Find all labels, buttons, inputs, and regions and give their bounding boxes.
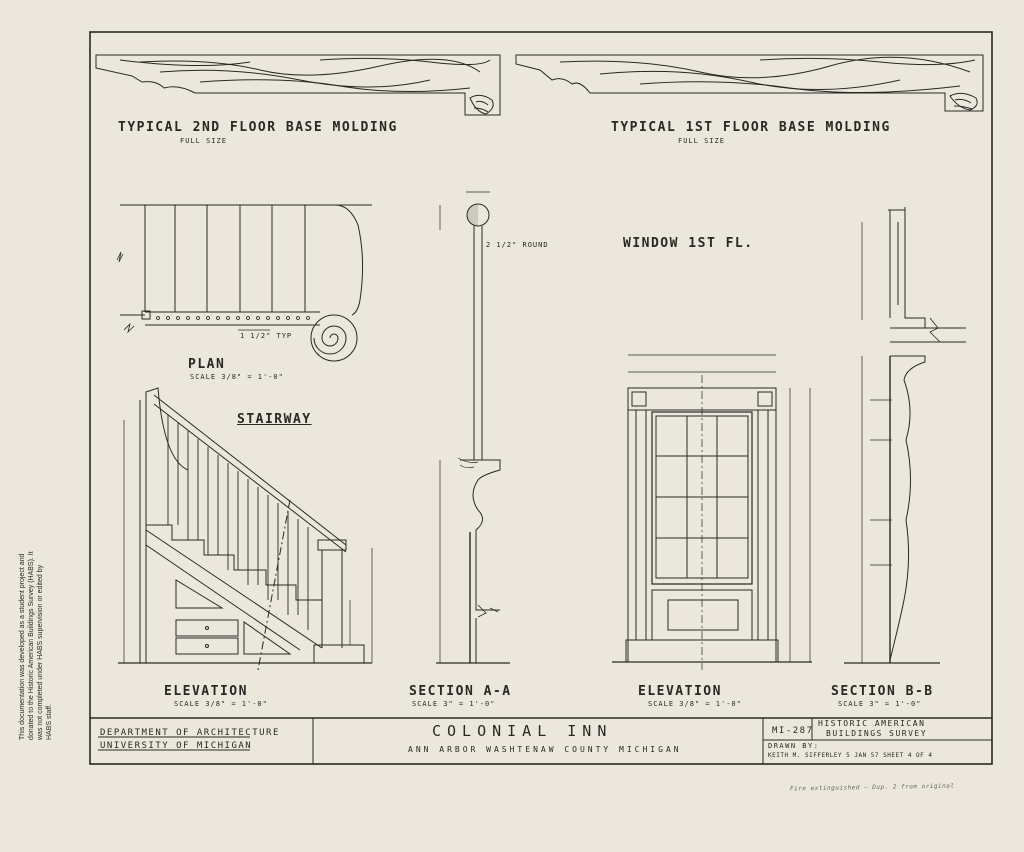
section-a-a xyxy=(436,191,510,664)
stair-plan xyxy=(116,204,372,362)
tb-project-name: COLONIAL INN xyxy=(432,722,613,740)
tb-drawn-by-label: DRAWN BY: xyxy=(768,742,820,750)
tb-drawn-by: KEITH M. SIFFERLEY 5 JAN 57 SHEET 4 OF 4 xyxy=(768,752,933,759)
label-section-bb: SECTION B-B xyxy=(831,684,934,699)
label-plan-scale: SCALE 3/8" = 1'-0" xyxy=(190,373,284,381)
tb-habs-2: BUILDINGS SURVEY xyxy=(826,729,928,738)
tb-location: ANN ARBOR WASHTENAW COUNTY MICHIGAN xyxy=(408,745,682,754)
molding-2nd-floor xyxy=(95,54,501,116)
label-elevation-right: ELEVATION xyxy=(638,684,722,699)
tb-code: MI-287 xyxy=(772,726,814,736)
label-molding-2nd: TYPICAL 2ND FLOOR BASE MOLDING xyxy=(118,120,398,135)
dim-typ: 1 1/2" TYP xyxy=(240,332,293,340)
tb-habs-1: HISTORIC AMERICAN xyxy=(818,719,926,728)
section-b-b xyxy=(844,207,966,664)
molding-1st-floor xyxy=(515,54,984,112)
title-block-lines xyxy=(90,717,992,764)
label-window: WINDOW 1ST FL. xyxy=(623,236,754,251)
side-note: This documentation was developed as a st… xyxy=(19,551,53,740)
label-section-aa-scale: SCALE 3" = 1'-0" xyxy=(412,700,496,708)
label-section-aa: SECTION A-A xyxy=(409,684,512,699)
label-molding-1st: TYPICAL 1ST FLOOR BASE MOLDING xyxy=(611,120,891,135)
label-elevation-right-scale: SCALE 3/8" = 1'-0" xyxy=(648,700,742,708)
label-stairway: STAIRWAY xyxy=(237,412,312,427)
window-elevation xyxy=(612,354,812,670)
label-elevation-left: ELEVATION xyxy=(164,684,248,699)
sheet-border xyxy=(89,31,993,765)
label-plan: PLAN xyxy=(188,357,226,372)
label-molding-2nd-scale: FULL SIZE xyxy=(180,137,227,145)
stair-elevation xyxy=(118,387,373,671)
dim-round: 2 1/2" ROUND xyxy=(486,241,549,249)
label-elevation-left-scale: SCALE 3/8" = 1'-0" xyxy=(174,700,268,708)
tb-department: DEPARTMENT OF ARCHITECTURE xyxy=(100,728,280,738)
tb-university: UNIVERSITY OF MICHIGAN xyxy=(100,741,253,751)
label-section-bb-scale: SCALE 3" = 1'-0" xyxy=(838,700,922,708)
label-molding-1st-scale: FULL SIZE xyxy=(678,137,725,145)
